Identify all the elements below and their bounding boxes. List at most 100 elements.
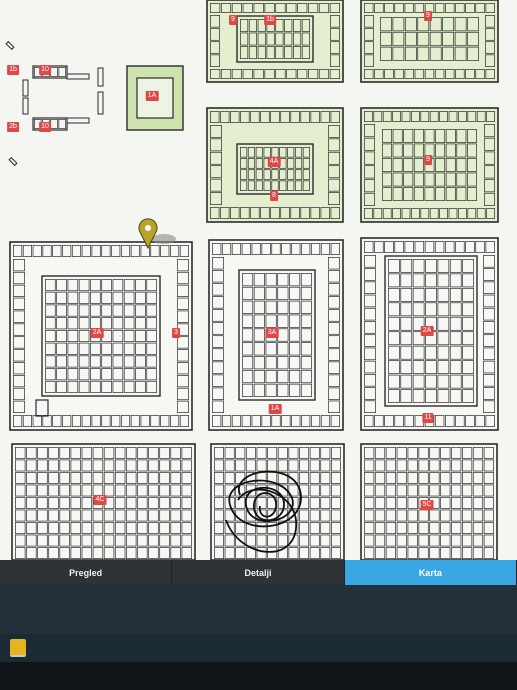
grave-plot — [475, 241, 485, 253]
grave-plot — [71, 245, 82, 257]
grave-plot — [170, 447, 181, 459]
plot-marker-4a[interactable]: 4A — [267, 157, 281, 167]
plot-marker-2a[interactable]: 2A — [90, 328, 104, 338]
plot-marker-left3[interactable]: 2b — [7, 122, 19, 132]
tab-pregled[interactable]: Pregled — [0, 560, 173, 585]
tab-detalji[interactable]: Detalji — [172, 560, 345, 585]
grave-plot — [396, 459, 407, 472]
plot-block-bottom-center[interactable] — [210, 443, 345, 560]
grave-plot — [260, 207, 270, 219]
plot-marker-left4[interactable]: 10 — [39, 122, 51, 132]
grave-plot — [320, 484, 331, 497]
grave-plot — [81, 415, 91, 427]
grave-plot — [13, 349, 25, 362]
grave-plot — [181, 522, 192, 534]
grave-plot — [78, 329, 90, 343]
grave-plot — [170, 245, 180, 257]
grave-plot — [299, 472, 310, 484]
grave-plot — [15, 472, 26, 484]
map-canvas[interactable] — [0, 0, 517, 560]
grave-plot — [126, 509, 137, 522]
grave-plot — [123, 291, 135, 304]
grave-plot — [425, 374, 437, 389]
grave-plot — [467, 187, 477, 201]
grave-plot — [289, 328, 301, 342]
grave-plot — [13, 245, 23, 257]
cemetery-map[interactable]: 9 1b 9 1b 10 2b 10 1A 4A 8 9 2A 3 3A 1A 2A 11 4C 5C — [0, 0, 517, 560]
grave-plot — [429, 522, 440, 534]
grave-plot — [320, 547, 331, 559]
grave-plot — [231, 415, 242, 427]
plot-marker-4b[interactable]: 8 — [270, 191, 278, 201]
grave-plot — [253, 273, 265, 287]
grave-plot — [449, 259, 462, 273]
grave-plot — [92, 534, 104, 547]
grave-plot — [364, 321, 376, 334]
grave-plot — [240, 46, 249, 59]
grave-plot — [382, 129, 392, 143]
plot-marker-left1[interactable]: 1b — [7, 65, 19, 75]
grave-plot — [403, 172, 414, 187]
plot-marker-top1[interactable]: 9 — [229, 15, 237, 25]
plot-marker-3d[interactable]: 11 — [422, 413, 434, 423]
grave-plot — [263, 147, 271, 158]
grave-plot — [126, 547, 137, 559]
plot-block-2a[interactable] — [9, 241, 193, 431]
plot-marker-3a[interactable]: 3A — [265, 328, 279, 338]
plot-marker-1a[interactable]: 1A — [145, 91, 159, 101]
grave-plot — [32, 245, 42, 257]
grave-plot — [301, 19, 310, 32]
grave-plot — [56, 342, 67, 355]
grave-plot — [328, 270, 340, 283]
grave-plot — [37, 534, 48, 547]
grave-plot — [374, 447, 386, 459]
grave-plot — [13, 259, 25, 272]
plot-block-top-center[interactable] — [206, 0, 344, 83]
grave-plot — [472, 447, 484, 459]
plot-marker-left2[interactable]: 10 — [39, 65, 51, 75]
plot-block-mid-right[interactable] — [360, 107, 499, 223]
grave-plot — [403, 158, 414, 172]
plot-marker-2b[interactable]: 3 — [172, 328, 180, 338]
plot-marker-3c[interactable]: 2A — [420, 326, 434, 336]
grave-plot — [407, 459, 418, 472]
grave-plot — [56, 317, 67, 330]
grave-plot — [392, 143, 403, 158]
grave-plot — [429, 459, 440, 472]
grave-plot — [135, 368, 146, 381]
grave-plot — [253, 328, 265, 342]
grave-plot — [140, 415, 150, 427]
plot-marker-bot1[interactable]: 4C — [93, 495, 107, 505]
grave-plot — [451, 447, 462, 459]
grave-plot — [170, 547, 181, 559]
grave-plot — [267, 547, 278, 559]
grave-plot — [257, 32, 266, 46]
grave-plot — [177, 400, 189, 413]
grave-plot — [472, 459, 484, 472]
grave-plot — [429, 509, 440, 522]
grave-plot — [374, 3, 384, 13]
grave-plot — [112, 355, 124, 368]
location-pin-icon[interactable] — [138, 218, 176, 250]
grave-plot — [328, 192, 340, 205]
grave-plot — [465, 415, 475, 427]
grave-plot — [437, 331, 450, 346]
plot-marker-topright[interactable]: 9 — [424, 11, 432, 21]
grave-plot — [230, 207, 240, 219]
grave-plot — [179, 245, 189, 257]
plot-marker-3b[interactable]: 1A — [268, 404, 282, 414]
grave-plot — [224, 459, 235, 472]
grave-plot — [70, 509, 81, 522]
tab-karta[interactable]: Karta — [344, 560, 517, 585]
grave-plot — [439, 208, 448, 219]
plot-marker-midright[interactable]: 9 — [424, 155, 432, 165]
yellow-app-icon[interactable] — [10, 639, 26, 657]
grave-plot — [37, 447, 48, 459]
plot-marker-top2[interactable]: 1b — [264, 15, 276, 25]
grave-plot — [92, 547, 104, 559]
grave-plot — [212, 400, 224, 413]
plot-marker-bot2[interactable]: 5C — [420, 500, 434, 510]
grave-plot — [212, 335, 224, 348]
grave-plot — [388, 302, 400, 317]
grave-plot — [472, 547, 484, 559]
